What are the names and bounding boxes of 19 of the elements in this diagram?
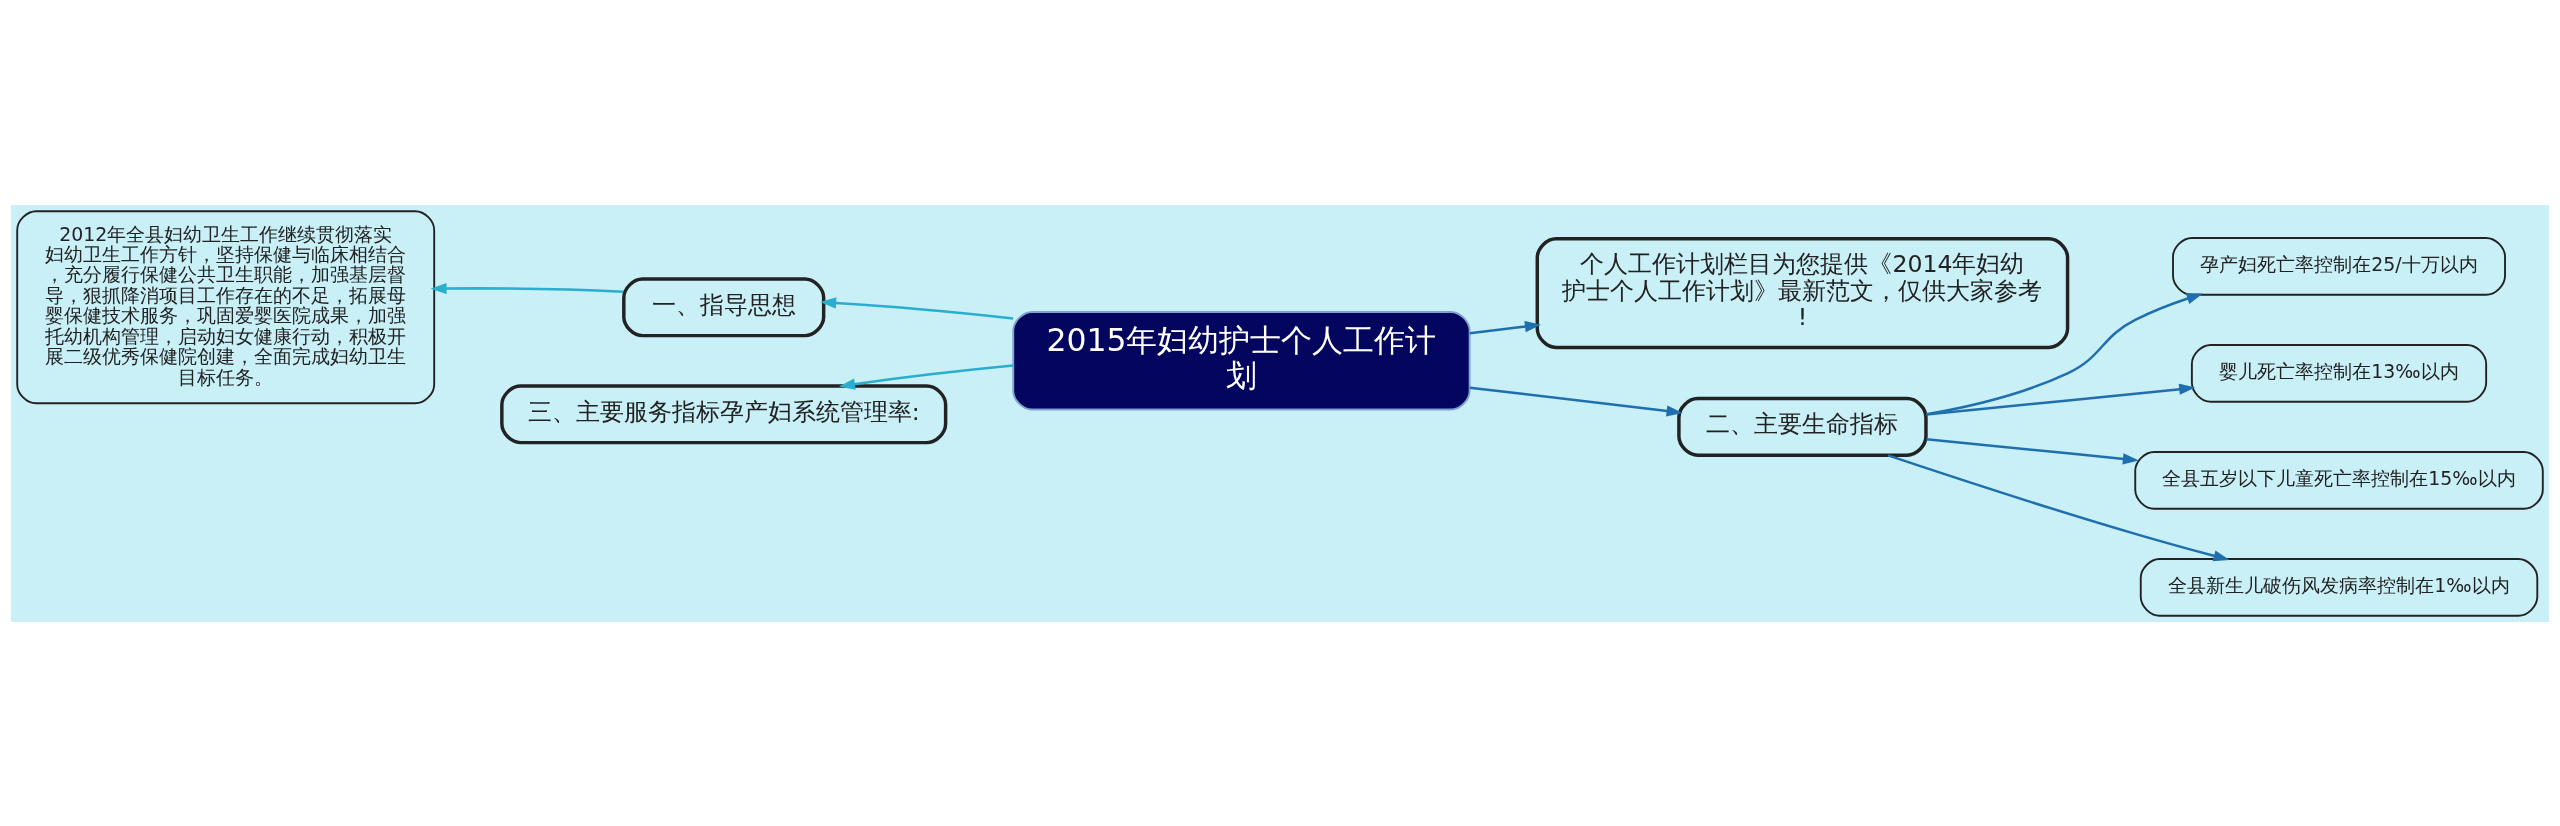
node-box: 2012年全县妇幼卫生工作继续贯彻落实妇幼卫生工作方针，坚持保健与临床相结合，充分履行保健公共卫生职能，加强基层督导，狠抓降消项目工作存在的不足，拓展母婴保健技术服务，巩固爱婴医院成果，加强托幼机构管理，启动妇女健康行动，积极开展二级优秀保健院创建，全面完成妇幼卫生目标任务。: [16, 209, 436, 404]
arrow: [1469, 385, 1683, 417]
arrow: [820, 296, 1014, 320]
node-box: 个人工作计划栏目为您提供《2014年妇幼护士个人工作计划》最新范文，仅供大家参考!: [1535, 236, 2070, 349]
node-box: 全县五岁以下儿童死亡率控制在15‰以内: [2134, 450, 2544, 510]
node-box: 婴儿死亡率控制在13‰以内: [2190, 343, 2488, 403]
arrow: [1926, 383, 2196, 416]
arrow: [1926, 437, 2139, 464]
node-box: 2015年妇幼护士个人工作计划: [1012, 310, 1471, 410]
node-box: 一、指导思想: [622, 276, 826, 337]
node-box: 全县新生儿破伤风发病率控制在1‰以内: [2139, 557, 2539, 617]
node-box: 二、主要生命指标: [1677, 396, 1928, 457]
node-box: 孕产妇死亡率控制在25/十万以内: [2172, 236, 2506, 296]
arrow: [838, 363, 1014, 390]
arrow: [1469, 320, 1541, 334]
arrow: [1926, 292, 2203, 415]
arrow: [1887, 453, 2230, 561]
node-box: 三、主要服务指标孕产妇系统管理率:: [500, 383, 948, 444]
arrow: [430, 282, 624, 294]
